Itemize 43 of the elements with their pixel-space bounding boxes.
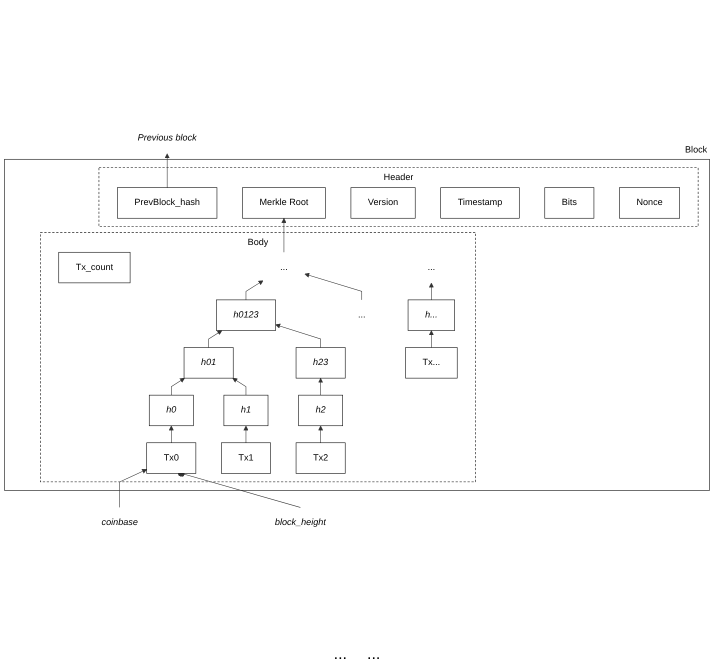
node-text: coinbase — [102, 518, 138, 528]
node-box: h0123 — [216, 300, 276, 331]
node-box: h... — [408, 300, 455, 331]
node-box: Tx1 — [221, 442, 271, 474]
node-text: ... — [280, 262, 288, 272]
arrow — [275, 324, 321, 348]
node-box: h23 — [296, 347, 346, 378]
node-box: Tx0 — [146, 442, 196, 474]
node-box: h01 — [184, 347, 234, 378]
arrow — [232, 378, 246, 396]
node-box: h2 — [298, 394, 343, 426]
node-box: Tx2 — [296, 442, 346, 474]
arrow — [428, 330, 434, 348]
cluster — [4, 158, 710, 491]
node-box: Merkle Root — [242, 187, 326, 219]
node-box: Bits — [544, 187, 594, 219]
node-label: Block — [685, 145, 708, 155]
arrow — [164, 153, 170, 188]
arrow — [243, 426, 248, 444]
node-box: PrevBlock_hash — [117, 187, 218, 219]
node-text: block_height — [274, 518, 326, 528]
arrow — [119, 469, 147, 508]
arrow — [281, 218, 286, 253]
arrow — [171, 378, 185, 396]
arrow — [318, 426, 324, 444]
node-box: Tx_count — [58, 252, 130, 284]
arrow — [208, 330, 222, 348]
arrow — [318, 378, 324, 396]
arrow — [428, 282, 434, 300]
ellipsis-text: ... — [367, 646, 380, 664]
node-box: Tx... — [405, 347, 458, 378]
node-box: Nonce — [619, 187, 680, 219]
node-text: ... — [428, 262, 436, 272]
ellipsis-text: ... — [334, 646, 347, 664]
node-box: Version — [350, 187, 416, 219]
node-text: ... — [358, 310, 366, 320]
node-text: Previous block — [138, 133, 197, 143]
node-box: Timestamp — [440, 187, 520, 219]
arrow — [304, 272, 362, 300]
arrow — [246, 280, 264, 300]
arrow — [168, 426, 174, 444]
node-box: h1 — [224, 394, 268, 426]
node-box: h0 — [148, 394, 194, 426]
